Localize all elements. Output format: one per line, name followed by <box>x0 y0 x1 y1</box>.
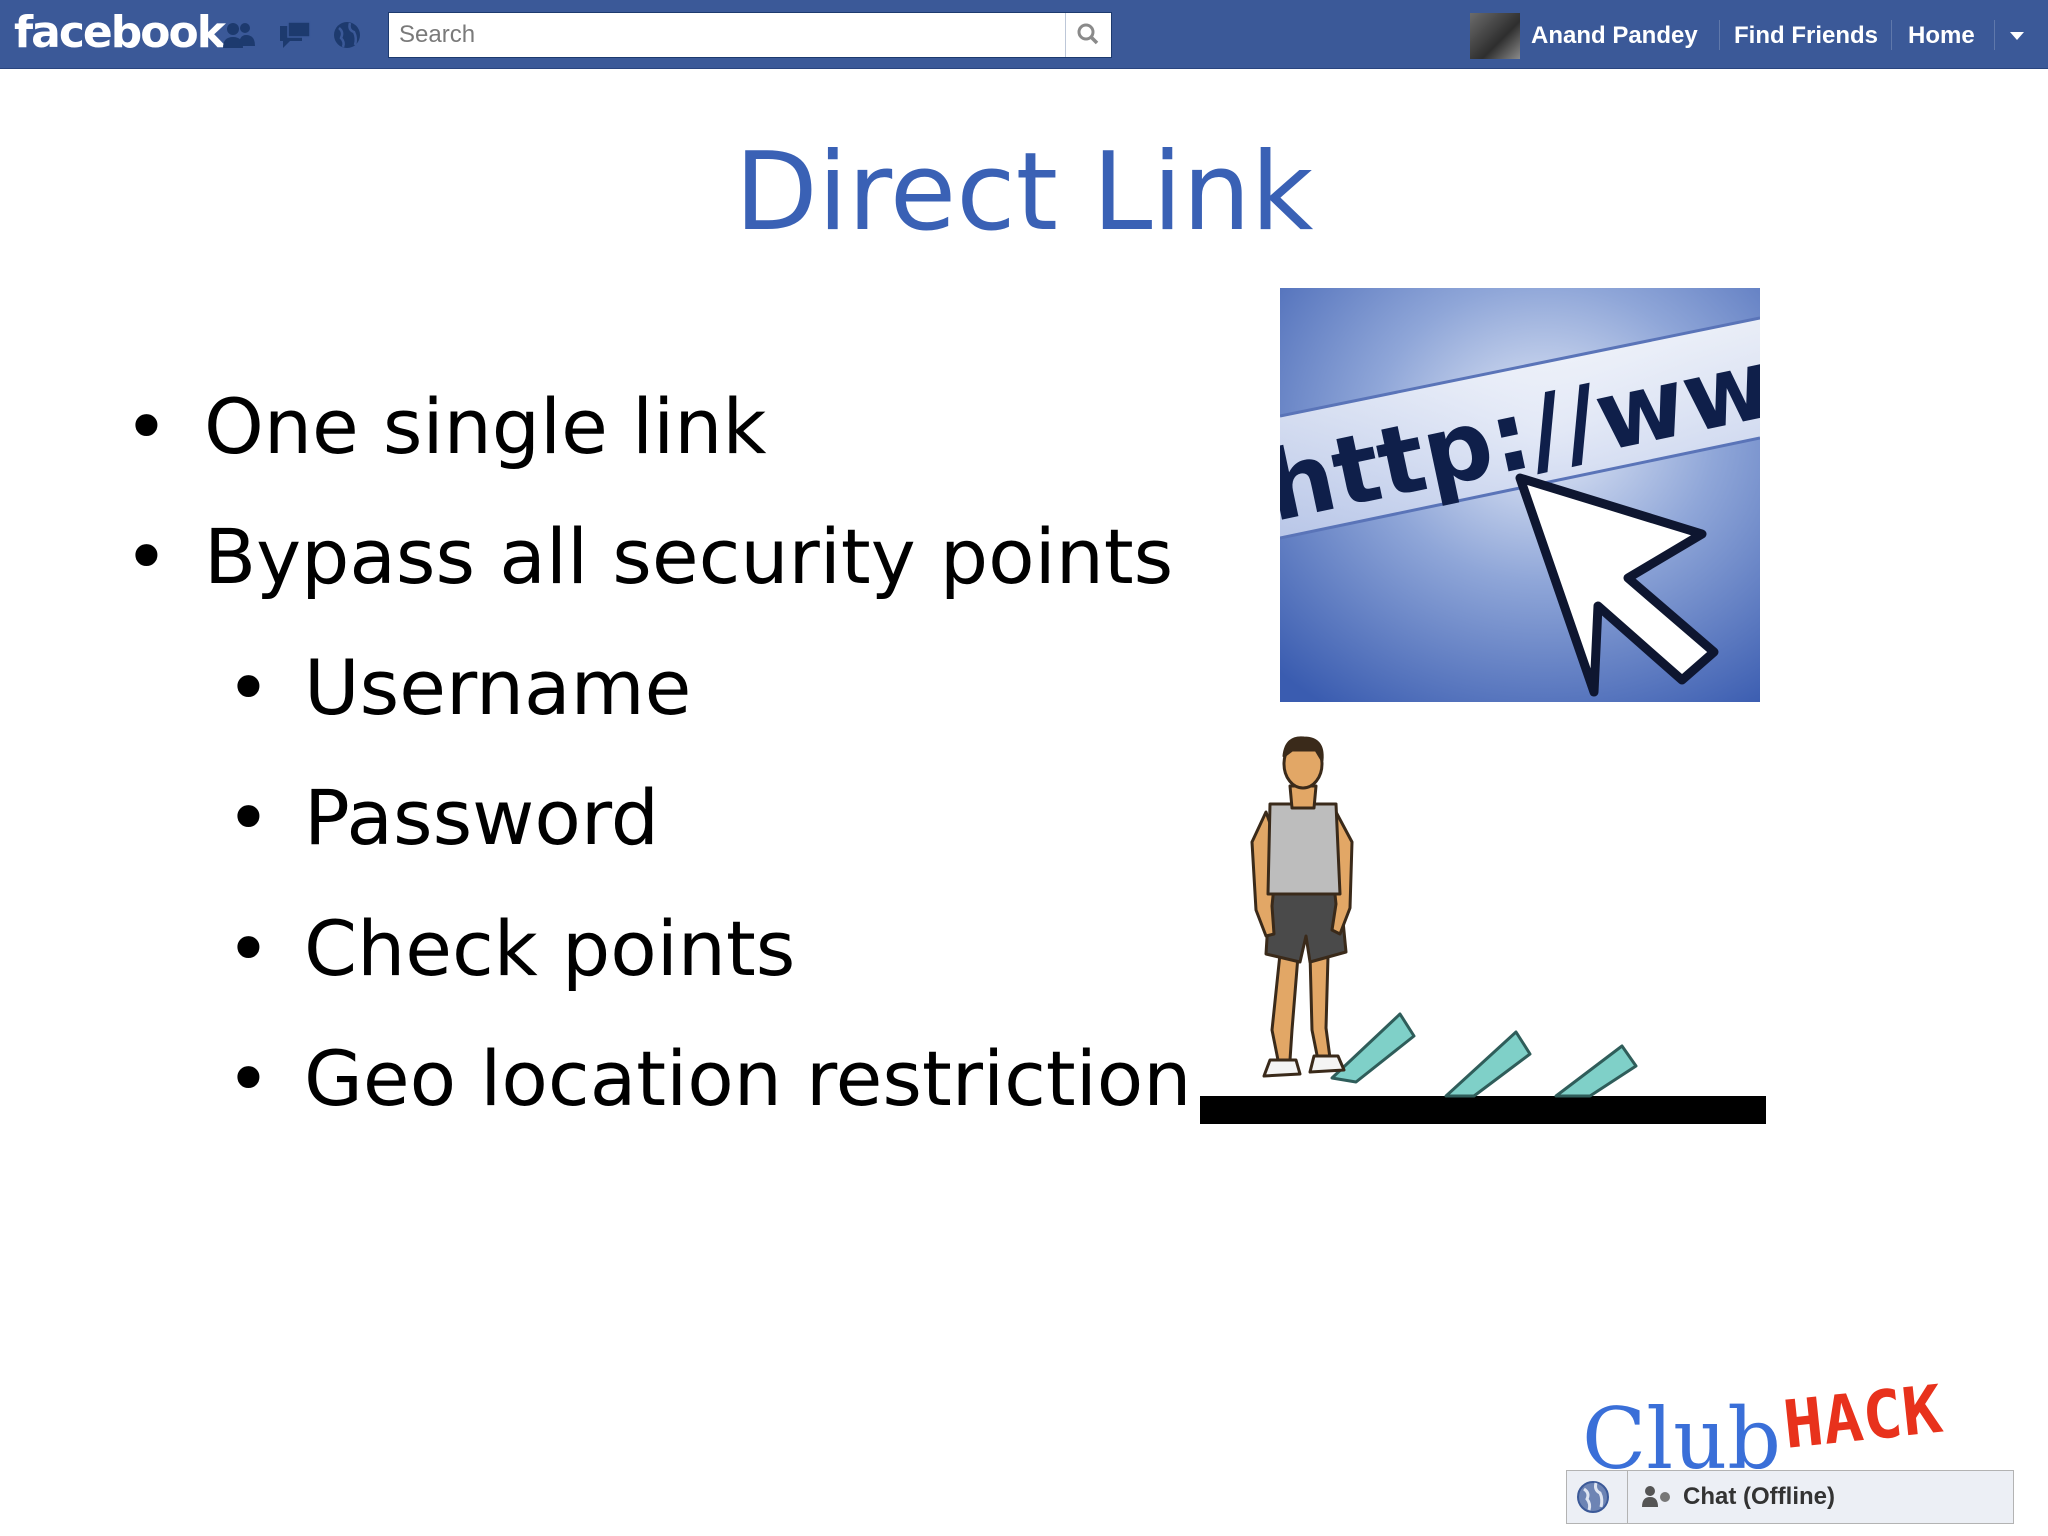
nav-separator <box>1891 20 1892 50</box>
nav-separator <box>1719 20 1720 50</box>
profile-name-link[interactable]: Anand Pandey <box>1531 22 1698 49</box>
magnifier-icon <box>1077 23 1099 45</box>
caret-down-icon[interactable] <box>2010 32 2024 40</box>
facebook-logo[interactable]: facebook <box>14 7 226 58</box>
clubhack-logo: Club HACK <box>1578 1362 2008 1488</box>
bullet-text: One single link <box>204 382 767 471</box>
home-link[interactable]: Home <box>1908 22 1975 49</box>
notifications-icon[interactable] <box>330 20 364 50</box>
chat-divider <box>1627 1471 1628 1523</box>
chat-label[interactable]: Chat (Offline) <box>1683 1483 1835 1510</box>
bullet-glyph: • <box>124 382 169 471</box>
logo-club-text: Club <box>1582 1390 1781 1482</box>
bullet-glyph: • <box>226 904 271 993</box>
globe-icon[interactable] <box>1575 1479 1611 1515</box>
chat-bar[interactable]: Chat (Offline) <box>1566 1470 2014 1524</box>
bullet-glyph: • <box>226 1034 271 1123</box>
bullet-text: Password <box>304 773 659 862</box>
bullet-text: Check points <box>304 904 796 993</box>
mouse-cursor-icon <box>1515 473 1719 697</box>
facebook-top-bar: facebook Anand Pandey Find Friends Home <box>0 0 2048 69</box>
messages-icon[interactable] <box>278 20 312 50</box>
bullet-glyph: • <box>124 512 169 601</box>
profile-avatar[interactable] <box>1470 13 1520 59</box>
bullet-glyph: • <box>226 643 271 732</box>
nav-separator <box>1994 20 1995 50</box>
logo-hack-text: HACK <box>1780 1371 1946 1464</box>
url-bar-image: http://www <box>1280 288 1760 702</box>
search-input[interactable] <box>389 13 1061 57</box>
bullet-text: Bypass all security points <box>204 512 1174 601</box>
runner-hurdles-illustration <box>1200 730 1770 1130</box>
bullet-glyph: • <box>226 773 271 862</box>
search-box <box>388 12 1112 58</box>
friend-requests-icon[interactable] <box>222 20 256 50</box>
bullet-text: Username <box>304 643 692 732</box>
chat-user-icon <box>1642 1486 1670 1507</box>
bullet-text: Geo location restriction <box>304 1034 1192 1123</box>
search-button[interactable] <box>1065 13 1111 57</box>
slide-title: Direct Link <box>734 130 1314 255</box>
find-friends-link[interactable]: Find Friends <box>1734 22 1878 49</box>
